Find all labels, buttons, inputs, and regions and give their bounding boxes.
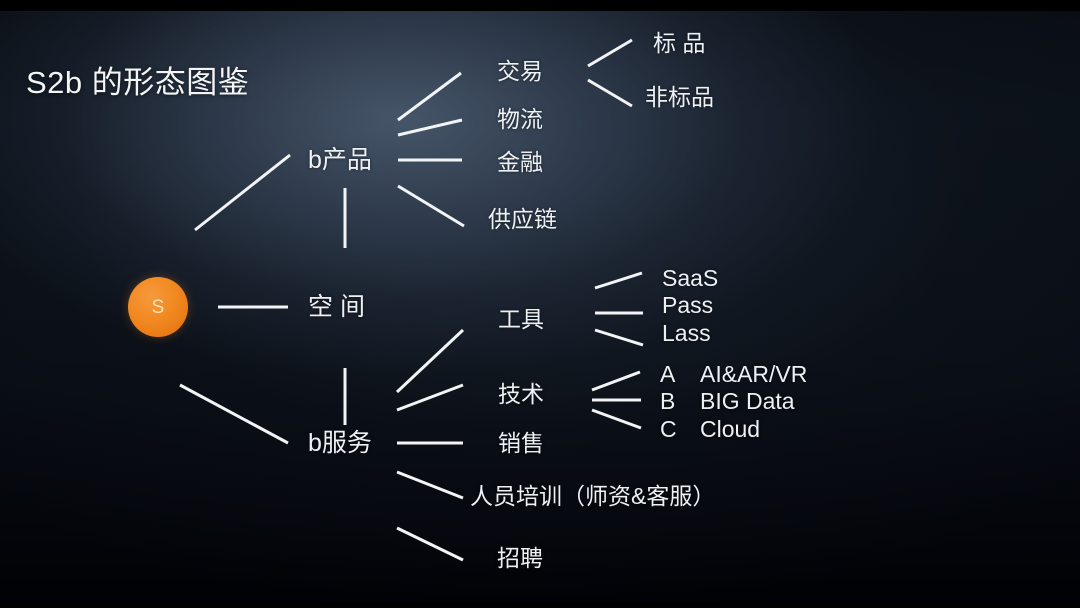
top-black-bar — [0, 0, 1080, 11]
node-technology[interactable]: 技术 — [498, 381, 544, 407]
node-tech-c-key: C — [660, 416, 677, 442]
node-standard[interactable]: 标 品 — [653, 30, 706, 56]
bottom-black-bar — [0, 603, 1080, 608]
node-training[interactable]: 人员培训（师资&客服） — [470, 483, 716, 509]
node-tech-b-key: B — [660, 388, 676, 414]
page-title: S2b 的形态图鉴 — [26, 65, 250, 100]
node-trade[interactable]: 交易 — [497, 58, 543, 84]
node-logistics[interactable]: 物流 — [497, 106, 543, 132]
node-non-standard[interactable]: 非标品 — [645, 84, 714, 110]
node-pass[interactable]: Pass — [662, 292, 714, 318]
node-space[interactable]: 空 间 — [308, 293, 365, 321]
node-recruiting[interactable]: 招聘 — [497, 545, 543, 571]
node-tech-a-label[interactable]: AI&AR/VR — [700, 361, 808, 387]
node-tech-b-label[interactable]: BIG Data — [700, 388, 795, 414]
node-supply-chain[interactable]: 供应链 — [488, 206, 557, 232]
root-node-label: S — [151, 296, 165, 318]
node-tech-a-key: A — [660, 361, 676, 387]
node-saas[interactable]: SaaS — [662, 265, 719, 291]
node-b-product[interactable]: b产品 — [308, 146, 372, 174]
node-finance[interactable]: 金融 — [497, 149, 543, 175]
root-node-s[interactable]: S — [128, 277, 188, 337]
node-b-service[interactable]: b服务 — [308, 429, 372, 457]
node-tech-c-label[interactable]: Cloud — [700, 416, 761, 442]
node-sales[interactable]: 销售 — [498, 430, 544, 456]
node-lass[interactable]: Lass — [662, 320, 711, 346]
node-tools[interactable]: 工具 — [498, 306, 544, 332]
